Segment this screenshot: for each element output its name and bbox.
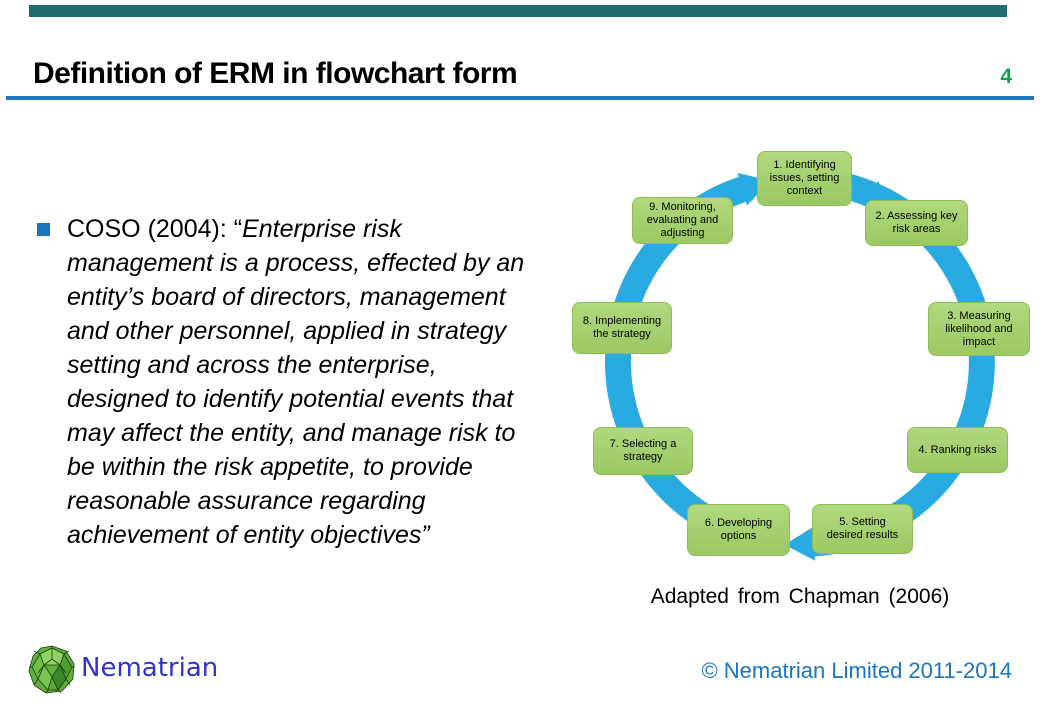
flow-step-8: 8. Implementing the strategy: [572, 302, 672, 354]
page-title: Definition of ERM in flowchart form: [33, 57, 518, 90]
coso-quote: COSO (2004): “Enterprise risk management…: [67, 212, 567, 552]
flow-step-6: 6. Developing options: [687, 504, 790, 556]
flow-step-5: 5. Setting desired results: [812, 504, 913, 554]
bullet-square-icon: [37, 223, 50, 236]
brand-name: Nematrian: [81, 653, 219, 683]
flowchart-caption: Adapted from Chapman (2006): [650, 585, 950, 608]
copyright-text: © Nematrian Limited 2011-2014: [701, 658, 1012, 683]
flow-step-4: 4. Ranking risks: [907, 427, 1008, 473]
flow-step-2: 2. Assessing key risk areas: [865, 200, 968, 246]
coso-quote-body: Enterprise risk management is a process,…: [67, 215, 525, 549]
flow-step-3: 3. Measuring likelihood and impact: [928, 302, 1030, 356]
page-number: 4: [1000, 65, 1012, 88]
coso-quote-intro: COSO (2004): “: [67, 215, 243, 243]
title-divider: [6, 96, 1034, 100]
flow-step-7: 7. Selecting a strategy: [593, 427, 693, 475]
flow-step-9: 9. Monitoring, evaluating and adjusting: [632, 197, 733, 244]
flow-step-1: 1. Identifying issues, setting context: [757, 151, 852, 206]
nematrian-logo-icon: [28, 645, 75, 694]
top-accent-bar: [29, 5, 1007, 17]
